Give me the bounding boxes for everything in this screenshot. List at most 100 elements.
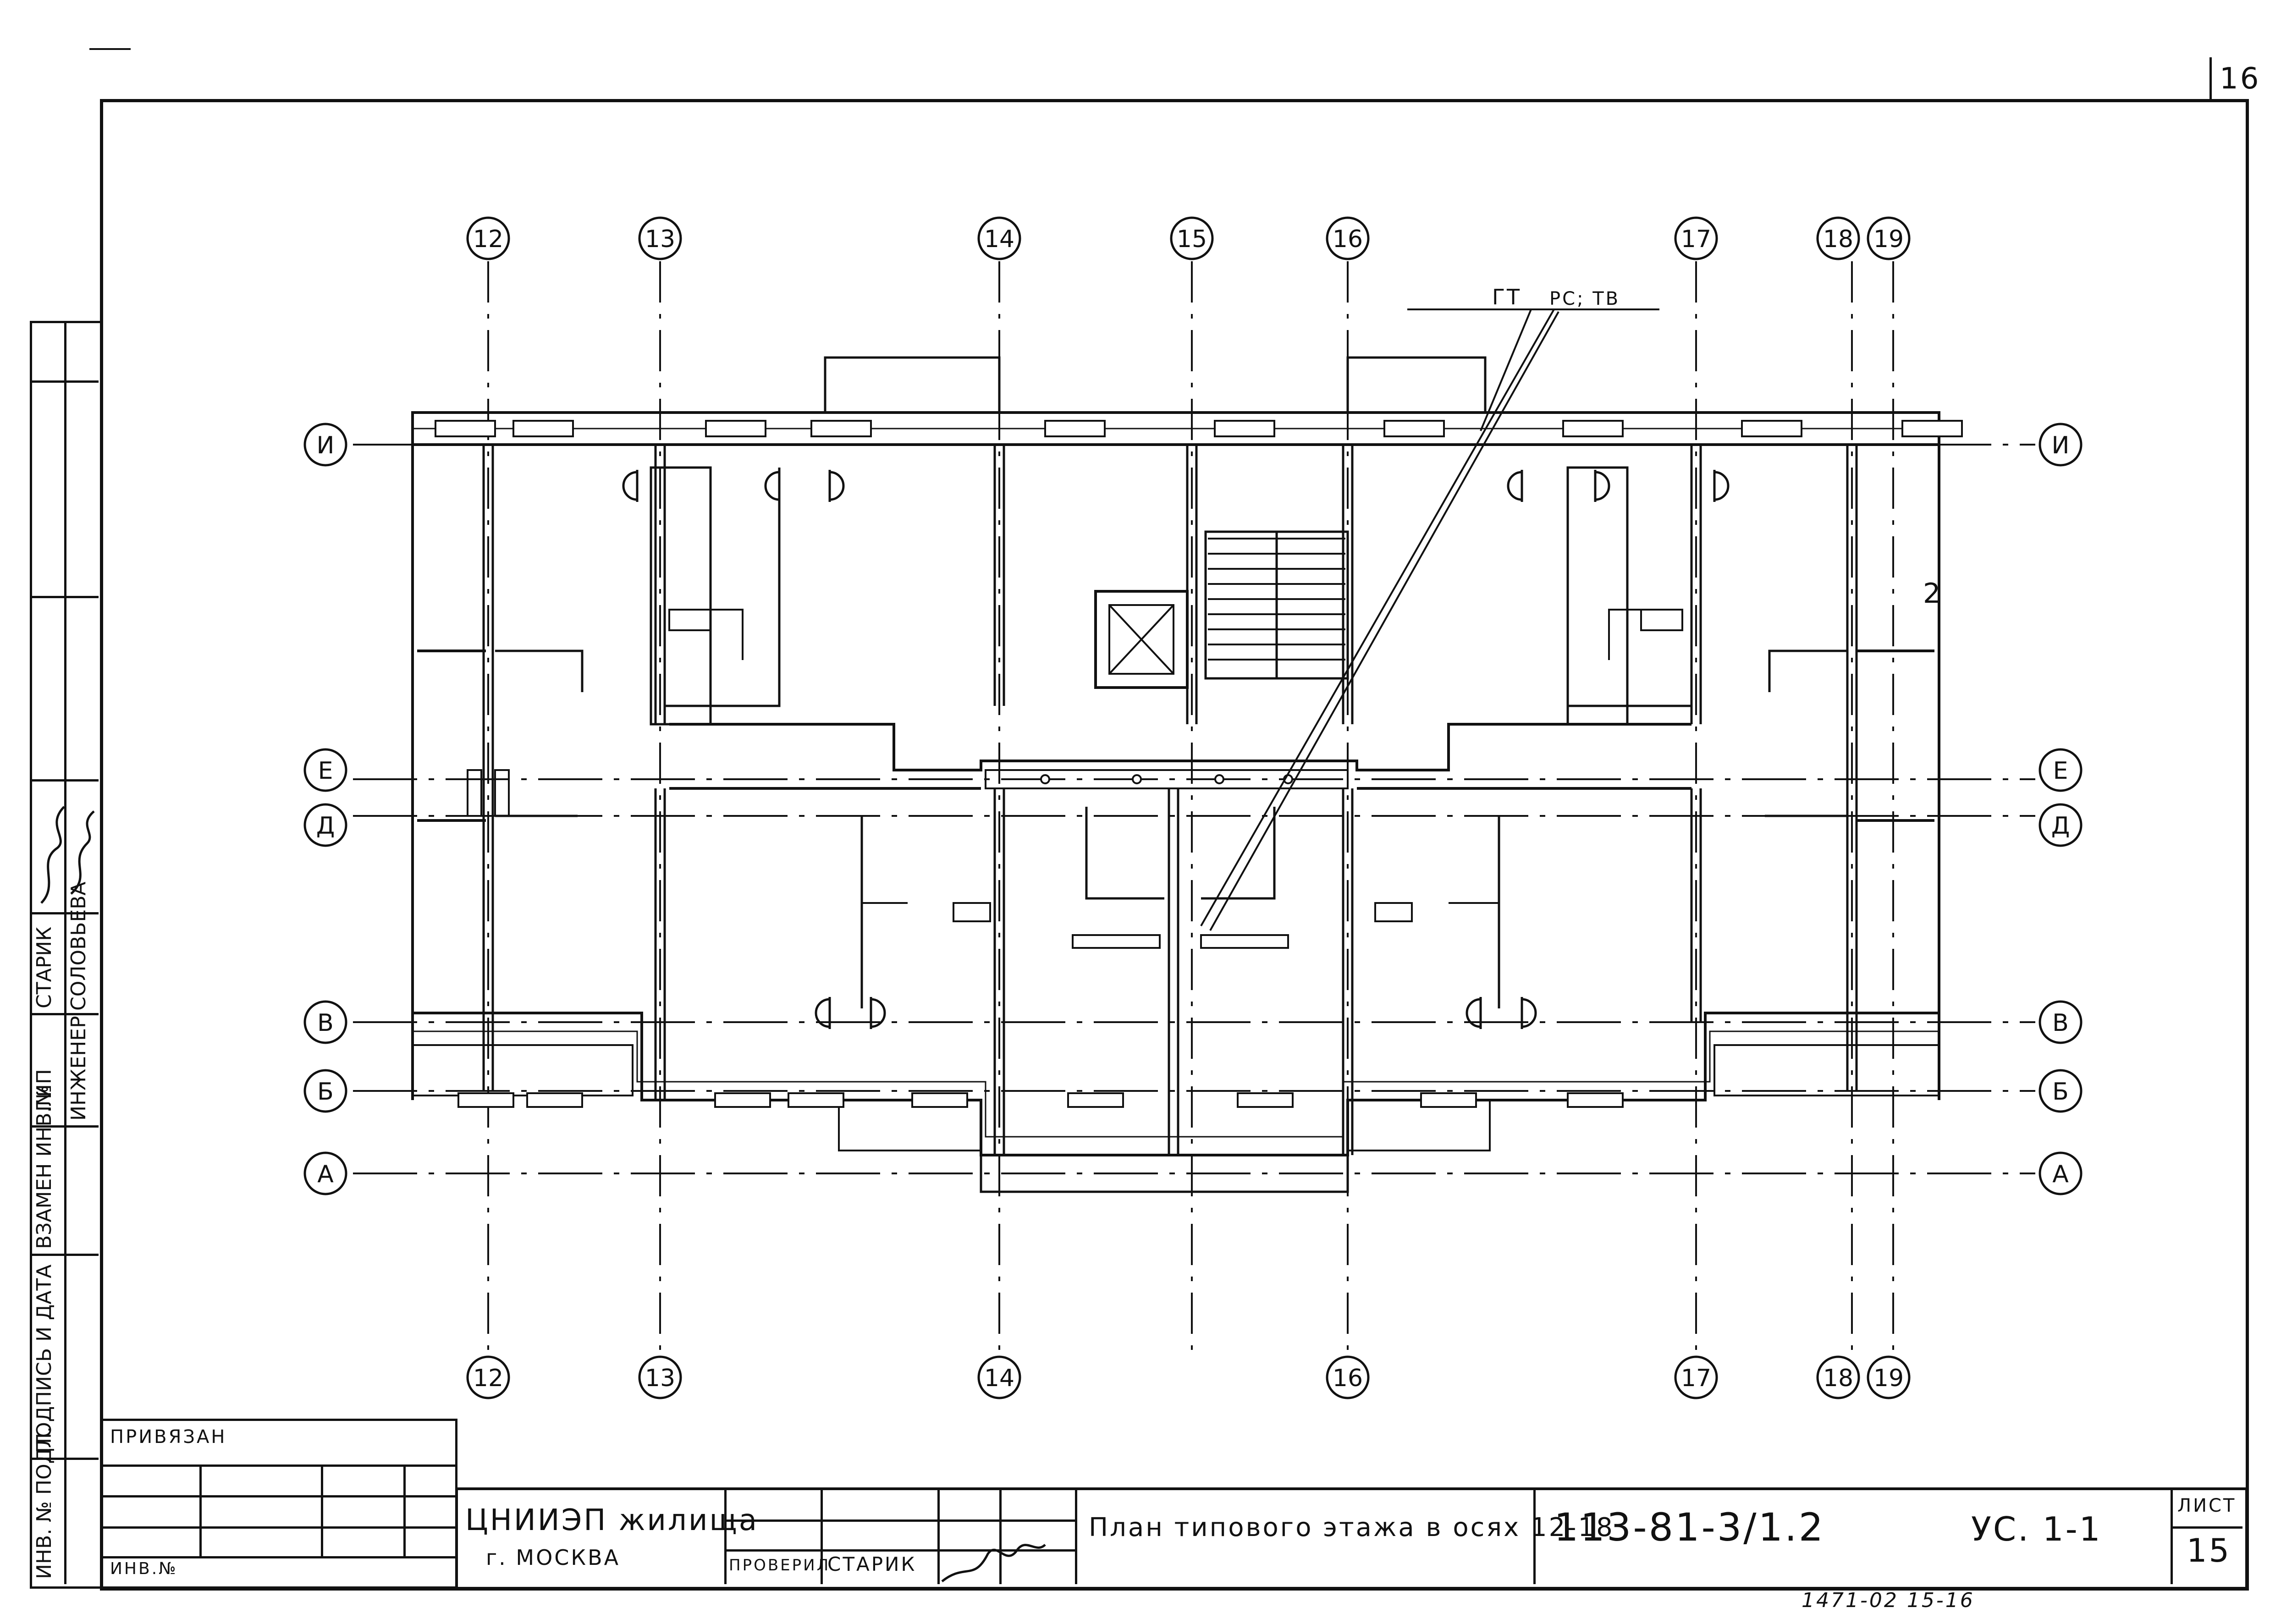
axis-bubble-right-В-circle [2039,1000,2083,1044]
left-strip-signature-1 [40,806,65,904]
inv-no-label: ИНВ.№ [110,1559,178,1578]
leader-gt [1480,309,1532,431]
stair-porch [980,1155,1349,1193]
axis-bubble-bottom-12: 12 [473,1365,503,1392]
privyazan-label: ПРИВЯЗАН [110,1426,227,1448]
wall-south [413,1012,1939,1156]
left-strip-row-4 [30,912,99,914]
door-lower-right-b [1521,998,1537,1028]
corridor-wall-north [669,723,1691,771]
north-bump-right [1346,356,1487,413]
drawing-code: 113-81-3/1.2 [1554,1505,1825,1550]
axis-bubble-left-Б: Б [317,1078,334,1106]
axis-bubble-right-Е-circle [2039,748,2083,792]
axis-bubble-left-И: И [317,432,335,459]
stamp-col-2 [821,1487,823,1584]
shaft-strip [985,769,1349,789]
axis-bubble-top-14: 14 [984,226,1014,253]
balcony-east [1713,1044,1940,1096]
axis-bubble-top-15: 15 [1177,226,1207,253]
axis-bubble-bottom-18: 18 [1823,1365,1853,1392]
axis-bubble-right-А-circle [2039,1151,2083,1195]
window-north [512,420,574,437]
window-north [1741,420,1802,437]
axis-bubble-right-В: В [2052,1009,2069,1037]
riser-mark [1040,774,1050,784]
axis-bubble-right-Е: Е [2053,757,2068,785]
window-north [435,420,496,437]
axis-bubble-top-18: 18 [1823,226,1853,253]
room-mark-2: 2 [1923,578,1943,610]
door-lower-left-a [815,998,830,1028]
sheet-label: ЛИСТ [2177,1495,2237,1516]
main-stamp [455,1487,2248,1590]
axis-bubble-top-19: 19 [1873,226,1904,253]
note-rs-tv: РС; ТВ [1549,288,1620,309]
stamp-col-1 [724,1487,727,1584]
axis-bubble-right-Д-circle [2039,803,2083,847]
axis-bubble-bottom-19-circle [1867,1355,1911,1399]
elevator-car [1108,604,1174,675]
window-north [1044,420,1106,437]
axis-bubble-top-17: 17 [1681,226,1711,253]
axis-bubble-bottom-12-circle [466,1355,510,1399]
axis-bubble-left-Е-circle [303,748,347,792]
axis-bubble-top-12: 12 [473,226,503,253]
end-fixture-east [1768,650,1847,692]
stamp-col-5 [1075,1487,1077,1584]
corner-number: 16 [2220,62,2261,96]
axis-bubble-left-Е: Е [318,757,333,785]
bath-block-right [1566,466,1629,726]
axis-bubble-bottom-17-circle [1674,1355,1718,1399]
left-strip-row-6 [30,1125,99,1128]
corner-divider [2209,57,2212,101]
window-south [1420,1092,1477,1108]
fixture-bath-left [668,609,711,631]
axis-bubble-top-17-circle [1674,216,1718,260]
axis-bubble-top-18-circle [1816,216,1860,260]
wall-south-inner [413,1030,1939,1138]
door-lower-right-a [1466,998,1481,1028]
door-16-right [1507,471,1522,501]
fixture-lower-left [953,902,991,922]
privyazan-row-3 [100,1526,455,1529]
axis-bubble-right-Д: Д [2051,812,2070,840]
axis-bubble-bottom-16: 16 [1333,1365,1363,1392]
central-fixture-b [1200,934,1289,949]
axis-bubble-left-А: А [317,1161,334,1188]
stamp-col-6 [1533,1487,1536,1584]
balcony-west [412,1044,634,1096]
window-south [788,1092,844,1108]
elevator-cross-b [1108,604,1174,675]
door-lower-left-b [871,998,886,1028]
below-stamp-note: 1471-02 15-16 [1802,1589,1975,1612]
privyazan-row-4 [100,1556,455,1558]
north-bump-left [824,356,1001,413]
door-17-right [1714,471,1730,501]
axis-bubble-left-В-circle [303,1000,347,1044]
fixture-lower-right [1374,902,1413,922]
axis-bubble-bottom-13: 13 [645,1365,675,1392]
fixture-bath-left-b [711,609,744,660]
sheet-number: 15 [2187,1532,2231,1569]
riser-mark [1214,774,1224,784]
axis-bubble-right-И: И [2052,432,2070,459]
window-north [810,420,872,437]
axis-bubble-right-И-circle [2039,423,2083,467]
privyazan-row-1 [100,1464,455,1467]
loggia-south-left [838,1100,981,1151]
window-north [705,420,766,437]
window-north [1383,420,1445,437]
axis-bubble-bottom-13-circle [638,1355,682,1399]
window-south [714,1092,771,1108]
window-south [1567,1092,1624,1108]
privyazan-row-2 [100,1495,455,1497]
leader-rs-b [1209,311,1559,931]
loggia-south-right [1348,1100,1491,1151]
axis-bubble-bottom-14: 14 [984,1365,1014,1392]
axis-bubble-top-16: 16 [1333,226,1363,253]
window-north [1562,420,1624,437]
left-strip-row-3 [30,779,99,782]
elevator-shaft [1094,590,1189,689]
